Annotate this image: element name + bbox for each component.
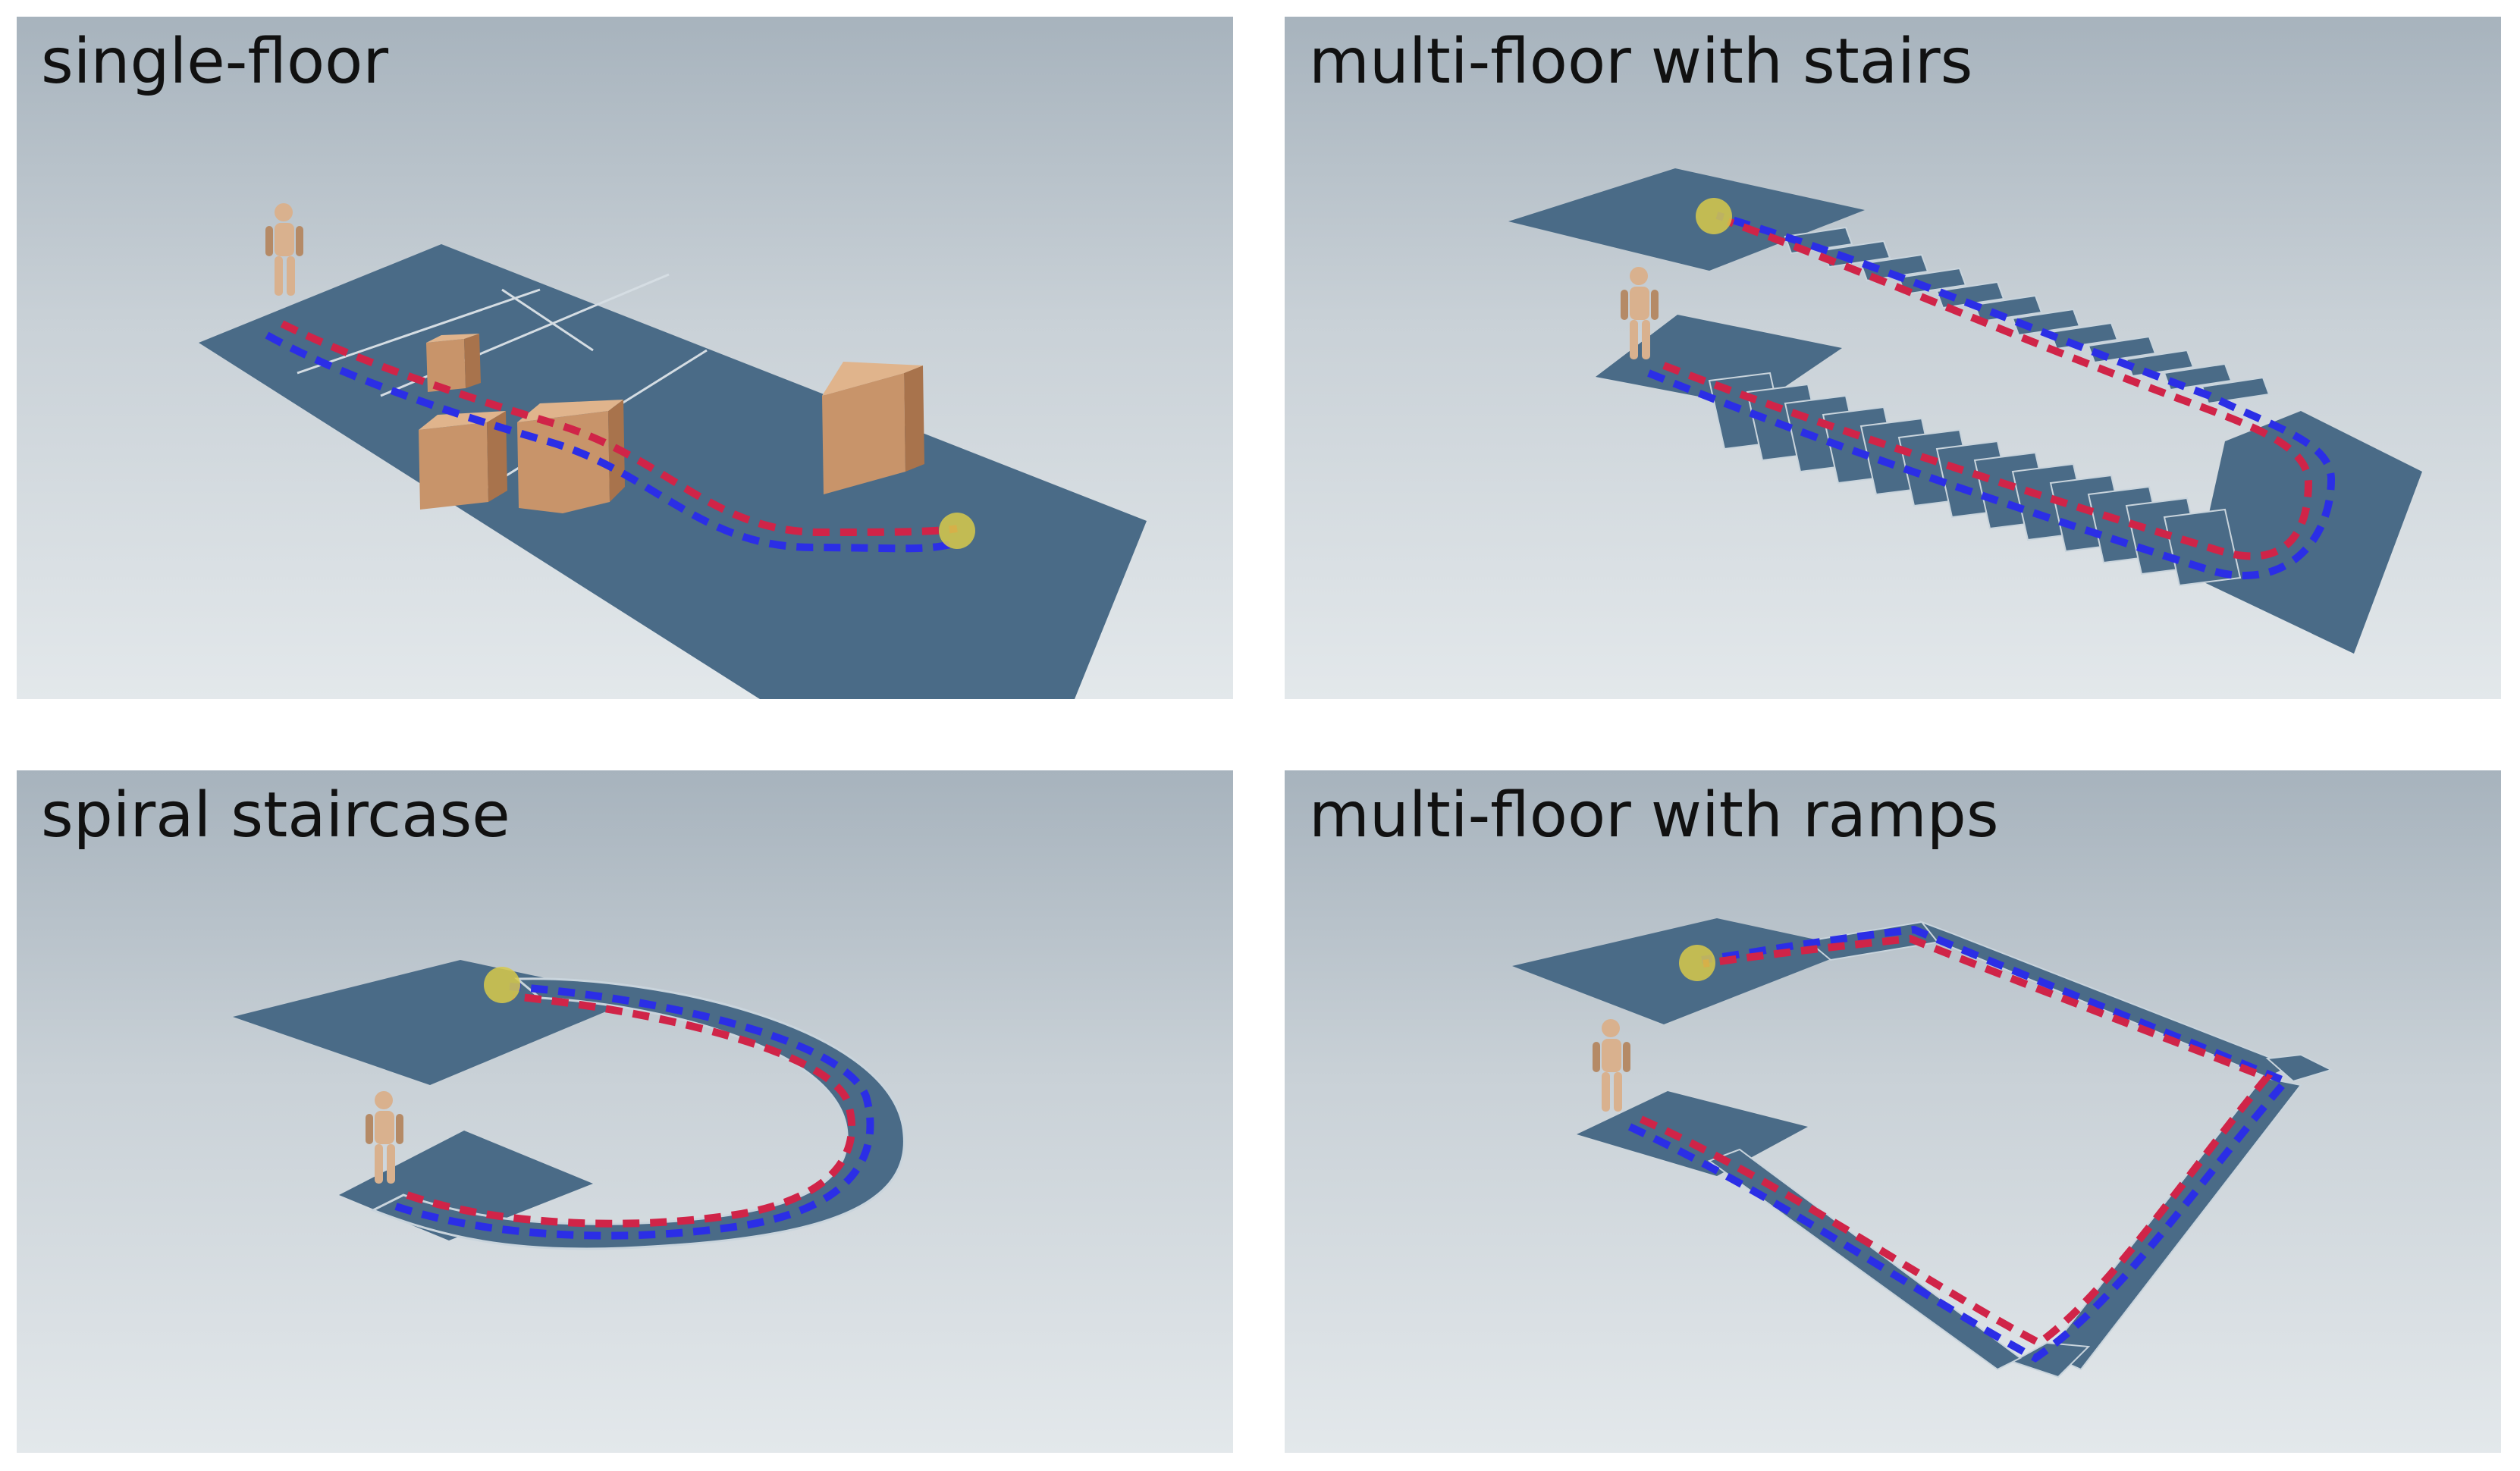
upper-floor [1508,168,1865,271]
goal-marker-icon [1696,198,1732,234]
humanoid-robot-icon [265,203,303,296]
panel-title: spiral staircase [41,779,510,852]
panel-title: multi-floor with stairs [1309,26,1973,98]
upper-floor [233,960,639,1085]
left-footstep-path [1647,212,2336,580]
scene-single-floor [199,203,1147,699]
right-footstep-path [280,320,958,537]
left-footstep-path [394,983,874,1240]
left-footstep-path [265,331,955,553]
goal-marker-icon [1679,945,1715,981]
scene-spiral-staircase [233,960,905,1250]
lower-floor [1596,315,1842,407]
humanoid-robot-icon [366,1091,403,1184]
panel-multi-floor-stairs: multi-floor with stairs [1285,17,2501,699]
wooden-box-medium [419,411,507,510]
wooden-box-large [517,400,625,513]
lower-floor [1577,1091,1808,1176]
panel-title: single-floor [41,26,389,98]
panel-multi-floor-ramps: multi-floor with ramps [1285,770,2501,1453]
goal-marker-icon [939,513,975,549]
panel-title: multi-floor with ramps [1309,779,1999,852]
right-footstep-path [1639,934,2274,1347]
wooden-box-tall [822,362,924,494]
floor-plane [199,244,1147,699]
ramp-loop [1707,920,2333,1378]
humanoid-robot-icon [1593,1019,1630,1112]
humanoid-robot-icon [1621,267,1659,359]
right-footstep-path [406,993,856,1228]
landing [2195,411,2422,654]
scene-multi-floor-ramps [1512,918,2333,1378]
stairs-upper-flight [1784,226,2271,405]
wooden-box-small [426,334,481,392]
right-footstep-path [1662,218,2313,560]
goal-marker-icon [484,967,520,1003]
left-footstep-path [1627,925,2292,1363]
scene-multi-floor-stairs [1508,168,2422,654]
panel-spiral-staircase: spiral staircase [17,770,1233,1453]
stairs-lower-flight [1708,372,2242,587]
panel-single-floor: single-floor [17,17,1233,699]
